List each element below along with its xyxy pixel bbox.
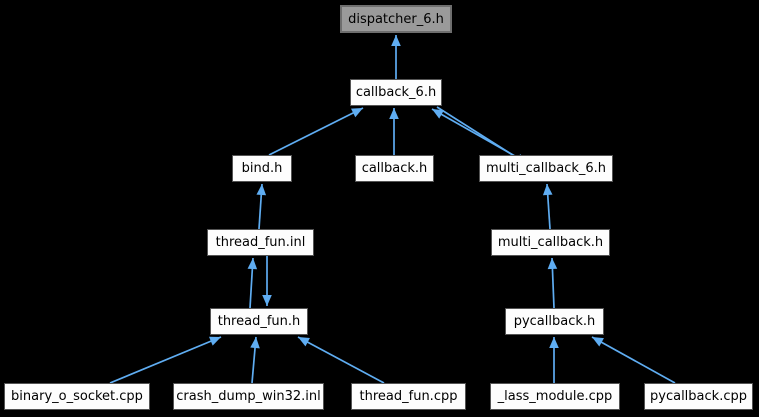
graph-node-thread_fun.h[interactable]: thread_fun.h: [210, 308, 308, 335]
edge-pycallback.h-to-multi_callback.h: [547, 257, 558, 309]
graph-node-multi_callback.h[interactable]: multi_callback.h: [491, 229, 610, 256]
edge-multi_callback.h-to-multi_callback_6.h: [542, 183, 553, 230]
edge-crash_dump_win32.inl-to-thread_fun.h: [250, 336, 260, 384]
graph-node-callback_6.h[interactable]: callback_6.h: [350, 79, 442, 106]
edge-thread_fun.cpp-to-thread_fun.h: [297, 336, 385, 384]
edge-binary_o_socket.cpp-to-thread_fun.h: [109, 336, 222, 384]
edge-thread_fun.inl-to-bind.h: [256, 183, 267, 230]
graph-node-pycallback.h[interactable]: pycallback.h: [505, 308, 604, 335]
edge-thread_fun.h-to-thread_fun.inl: [247, 257, 258, 309]
graph-node-dispatcher_6.h: dispatcher_6.h: [340, 5, 452, 33]
graph-node-pycallback.cpp[interactable]: pycallback.cpp: [644, 383, 753, 410]
graph-node-crash_dump_win32.inl[interactable]: crash_dump_win32.inl: [173, 383, 324, 410]
graph-node-thread_fun.inl[interactable]: thread_fun.inl: [207, 229, 314, 256]
graph-node-multi_callback_6.h[interactable]: multi_callback_6.h: [479, 155, 613, 182]
edge-bind.h-to-callback_6.h: [268, 107, 364, 156]
graph-node-binary_o_socket.cpp[interactable]: binary_o_socket.cpp: [4, 383, 150, 410]
edge-callback_6.h-to-multi_callback_6.h: [436, 106, 528, 165]
graph-node-_lass_module.cpp[interactable]: _lass_module.cpp: [490, 383, 620, 410]
graph-node-callback.h[interactable]: callback.h: [355, 155, 434, 182]
graph-node-bind.h[interactable]: bind.h: [232, 155, 292, 182]
edge-pycallback.cpp-to-pycallback.h: [591, 336, 676, 384]
graph-node-thread_fun.cpp[interactable]: thread_fun.cpp: [351, 383, 466, 410]
